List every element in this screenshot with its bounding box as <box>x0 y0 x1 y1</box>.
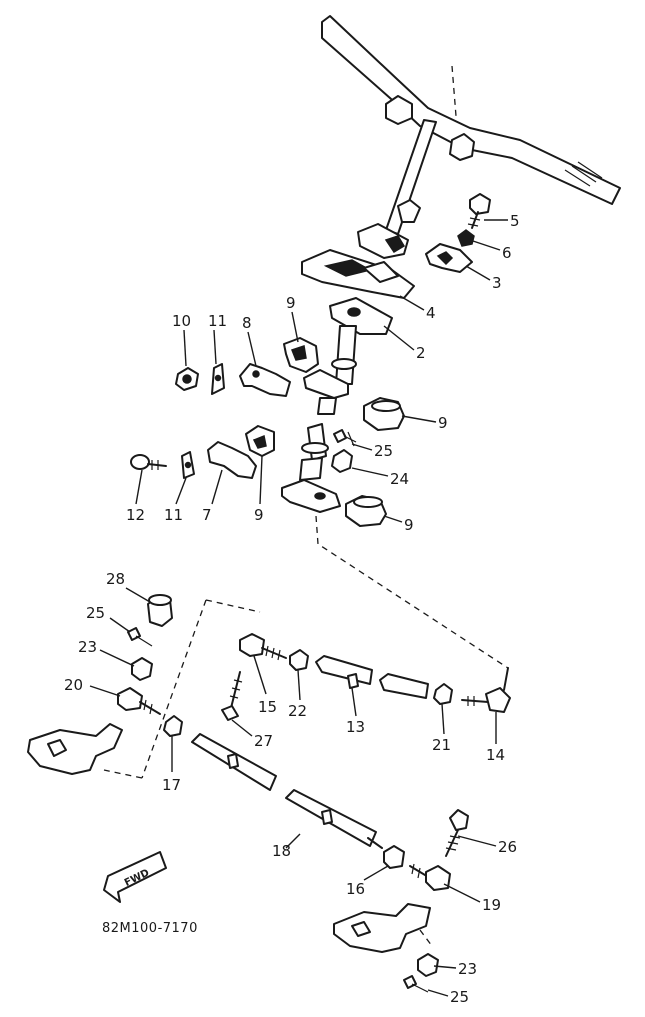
tie-rod-end-part-15[interactable] <box>239 633 287 661</box>
callout-15: 15 <box>258 698 277 716</box>
callout-9-top: 9 <box>286 294 296 312</box>
callout-17: 17 <box>162 776 181 794</box>
clamp-part-3[interactable] <box>425 243 473 273</box>
bushing-part-17[interactable] <box>163 715 183 737</box>
callout-6: 6 <box>502 244 512 262</box>
arm-part-8[interactable] <box>239 363 291 397</box>
callout-4: 4 <box>426 304 436 322</box>
handlebar[interactable] <box>321 15 621 205</box>
arm-part-7[interactable] <box>207 441 257 479</box>
callout-24: 24 <box>390 470 409 488</box>
callout-3: 3 <box>492 274 502 292</box>
bushing-part-9-right-lower[interactable] <box>345 495 387 527</box>
callout-11-upper: 11 <box>208 312 227 330</box>
callout-20: 20 <box>64 676 83 694</box>
leader-lines <box>89 219 508 997</box>
callout-13: 13 <box>346 718 365 736</box>
tie-rod-long[interactable] <box>191 733 277 791</box>
lock-plate-part-11-upper[interactable] <box>211 363 225 395</box>
handlebar-stem[interactable] <box>357 119 437 259</box>
tie-rod-sleeve[interactable] <box>379 673 429 699</box>
nut-part-23-left[interactable] <box>131 657 153 681</box>
callout-5: 5 <box>510 212 520 230</box>
nut-part-24[interactable] <box>331 449 353 473</box>
callout-8: 8 <box>242 314 252 332</box>
nut-part-21[interactable] <box>433 683 453 705</box>
tie-rod-end-part-14[interactable] <box>461 667 511 713</box>
tie-rod-end-part-20[interactable] <box>117 687 161 715</box>
callout-22: 22 <box>288 702 307 720</box>
bushing-part-9-middle[interactable] <box>245 425 275 457</box>
callout-10: 10 <box>172 312 191 330</box>
lock-plate-part-11-lower[interactable] <box>181 451 195 479</box>
bolt-part-12[interactable] <box>130 454 167 470</box>
callout-18: 18 <box>272 842 291 860</box>
callout-25-upper: 25 <box>374 442 393 460</box>
callout-23-right: 23 <box>458 960 477 978</box>
callout-9-right-lower: 9 <box>404 516 414 534</box>
callout-12: 12 <box>126 506 145 524</box>
bolt-part-26[interactable] <box>445 809 469 857</box>
tie-rod-part-13[interactable] <box>315 655 373 689</box>
callout-7: 7 <box>202 506 212 524</box>
tie-rod-end-part-19[interactable] <box>409 863 451 891</box>
callout-26: 26 <box>498 838 517 856</box>
callout-9-middle: 9 <box>254 506 264 524</box>
callout-2: 2 <box>416 344 426 362</box>
nut-part-23-right[interactable] <box>417 953 439 977</box>
nut-part-10[interactable] <box>175 367 199 391</box>
knuckle-arm-right <box>333 903 431 953</box>
knuckle-arm-left <box>27 723 123 775</box>
steering-column-part-2[interactable] <box>303 297 393 415</box>
cap-part-28[interactable] <box>147 594 173 627</box>
callout-25-right: 25 <box>450 988 469 1006</box>
bushing-part-9-right-upper[interactable] <box>363 397 405 431</box>
upper-bracket-part-4[interactable] <box>301 249 415 299</box>
bushing-part-9-top[interactable] <box>283 337 319 373</box>
callout-11-lower: 11 <box>164 506 183 524</box>
bushing-part-16[interactable] <box>383 845 405 869</box>
callout-25-left: 25 <box>86 604 105 622</box>
washer-part-6[interactable] <box>457 229 475 247</box>
bolt-part-5[interactable] <box>467 193 491 229</box>
callout-28: 28 <box>106 570 125 588</box>
callout-21: 21 <box>432 736 451 754</box>
screw-part-25-right[interactable] <box>403 975 429 993</box>
fwd-arrow-icon: FWD <box>103 851 167 903</box>
bolt-part-27[interactable] <box>221 671 243 721</box>
tie-rod-part-18[interactable] <box>285 789 383 849</box>
drawing-code: 82M100-7170 <box>102 921 198 936</box>
lower-shaft[interactable] <box>281 423 341 513</box>
callout-14: 14 <box>486 746 505 764</box>
callout-19: 19 <box>482 896 501 914</box>
callout-9-right-upper: 9 <box>438 414 448 432</box>
screw-part-25-left[interactable] <box>127 627 153 647</box>
callout-23-left: 23 <box>78 638 97 656</box>
callout-27: 27 <box>254 732 273 750</box>
callout-16: 16 <box>346 880 365 898</box>
nut-part-22[interactable] <box>289 649 309 671</box>
